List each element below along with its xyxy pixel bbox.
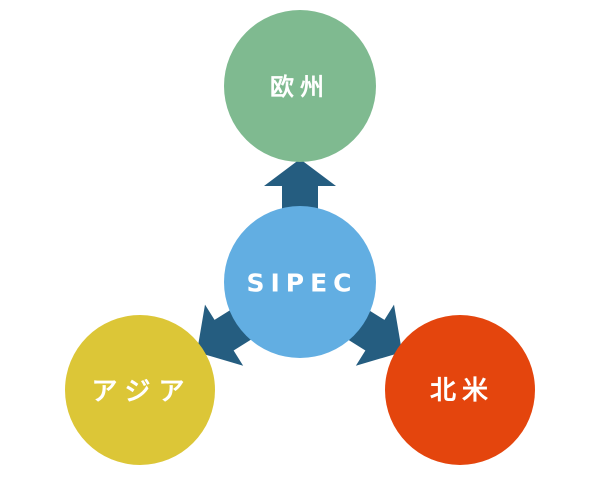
node-center-circle [224,206,376,358]
node-north-america: 北米 [385,315,535,465]
node-europe: 欧州 [224,10,376,162]
node-north-america-circle [385,315,535,465]
node-europe-label: 欧州 [270,73,330,101]
node-europe-circle [224,10,376,162]
node-asia: アジア [65,315,215,465]
node-asia-circle [65,315,215,465]
node-center: SIPEC [224,206,376,358]
node-center-label: SIPEC [246,269,357,298]
node-north-america-label: 北米 [430,376,494,406]
node-asia-label: アジア [92,377,193,407]
